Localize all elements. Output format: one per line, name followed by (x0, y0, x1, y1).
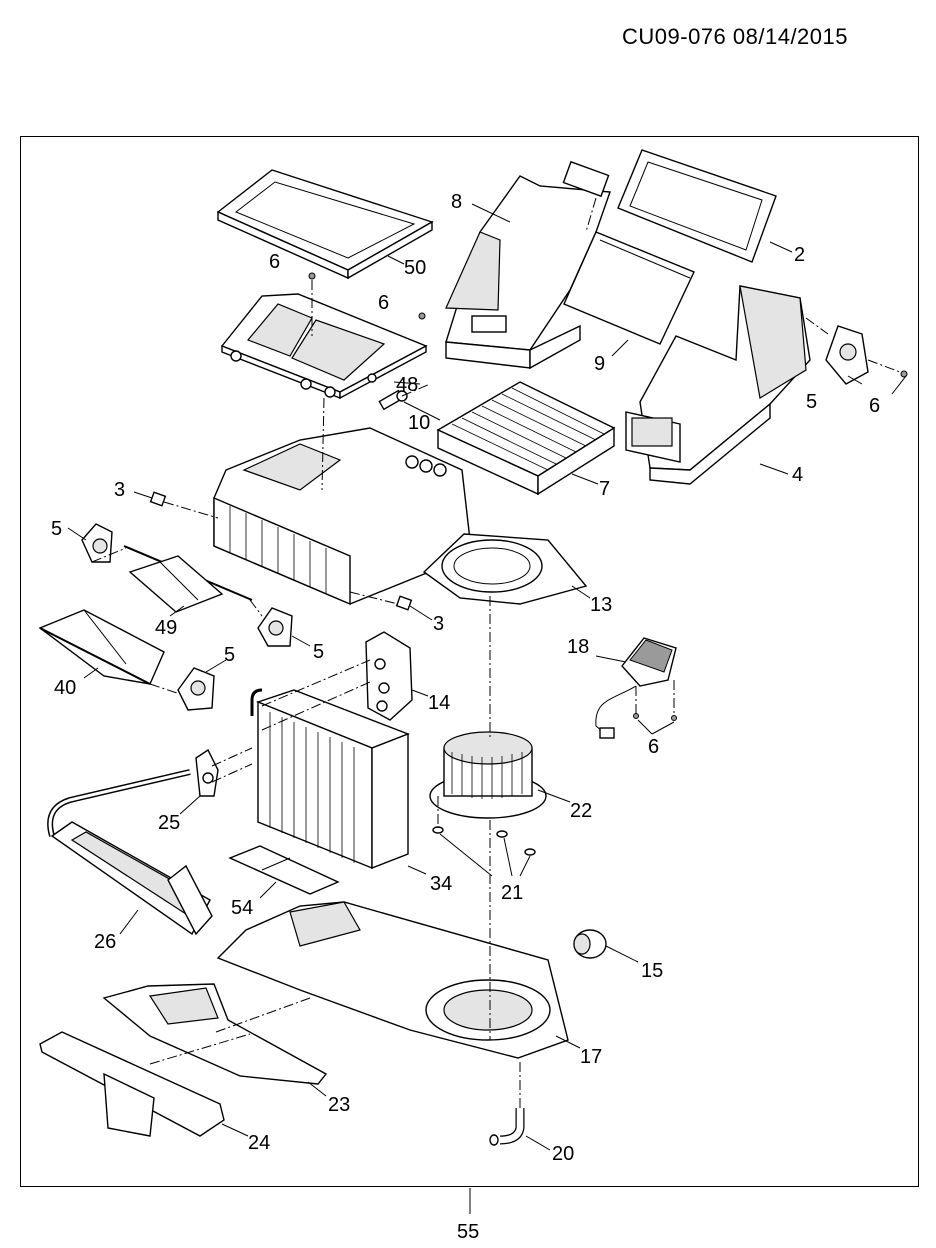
callout-6-resistor: 6 (648, 736, 659, 758)
callout-48: 48 (396, 374, 418, 396)
callout-24: 24 (248, 1132, 270, 1154)
callout-6-upper-left: 6 (269, 251, 280, 273)
callout-54: 54 (231, 897, 253, 919)
callout-3-lower: 3 (433, 613, 444, 635)
callout-6-upper-mid: 6 (378, 292, 389, 314)
callout-22: 22 (570, 800, 592, 822)
diagram-frame (20, 136, 919, 1187)
part-7-air-filter[interactable] (436, 381, 616, 496)
part-5-actuator-lower[interactable] (177, 667, 215, 711)
part-8-housing-left-half[interactable] (445, 160, 611, 370)
callout-5-mid: 5 (313, 641, 324, 663)
main-heater-case[interactable] (213, 427, 471, 606)
callout-13: 13 (590, 594, 612, 616)
part-25-pipe-bracket[interactable] (195, 748, 219, 797)
part-40-temp-door[interactable] (38, 609, 165, 685)
part-49-mode-door[interactable] (123, 545, 253, 613)
callout-5-left-upper: 5 (51, 518, 62, 540)
callout-18: 18 (567, 636, 589, 658)
part-15-plug[interactable] (573, 929, 607, 959)
callout-labels: 2 50 8 6 6 9 48 5 6 10 4 7 3 5 13 3 49 5… (51, 191, 880, 1243)
callout-4: 4 (792, 464, 803, 486)
callout-50: 50 (404, 257, 426, 279)
document-code-date: CU09-076 08/14/2015 (622, 24, 848, 49)
assembly-centerlines (91, 197, 901, 1108)
callout-15: 15 (641, 960, 663, 982)
callout-40: 40 (54, 677, 76, 699)
callout-20: 20 (552, 1143, 574, 1165)
part-9-filter-door[interactable] (563, 231, 695, 345)
part-14-pipe-bracket[interactable] (365, 631, 413, 721)
callout-6-right: 6 (869, 395, 880, 417)
part-20-drain-hose[interactable] (489, 1108, 525, 1146)
callout-2: 2 (794, 244, 805, 266)
part-18-blower-resistor[interactable] (595, 637, 677, 739)
part-26-heater-core[interactable] (47, 769, 213, 936)
part-50-filter-frame[interactable] (216, 169, 434, 280)
part-4-housing-right-half[interactable] (625, 285, 811, 485)
callout-7: 7 (599, 478, 610, 500)
part-3-clip-lower[interactable] (395, 595, 413, 611)
callout-21: 21 (501, 882, 523, 904)
part-17-lower-case[interactable] (216, 901, 569, 1059)
part-5-actuator-right[interactable] (825, 325, 869, 385)
callout-9: 9 (594, 353, 605, 375)
callout-17: 17 (580, 1046, 602, 1068)
callout-3-upper: 3 (114, 479, 125, 501)
part-34-evaporator-core[interactable] (250, 688, 410, 870)
callout-10: 10 (408, 412, 430, 434)
callout-34: 34 (430, 873, 452, 895)
callout-25: 25 (158, 812, 180, 834)
callout-5-right: 5 (806, 391, 817, 413)
callout-49: 49 (155, 617, 177, 639)
part-5-actuator-left-upper[interactable] (81, 523, 113, 563)
part-2-filter-frame[interactable] (617, 149, 777, 263)
part-23-floor-duct[interactable] (102, 983, 328, 1085)
callout-8: 8 (451, 191, 462, 213)
callout-14: 14 (428, 692, 450, 714)
part-3-clip-upper[interactable] (149, 491, 167, 507)
part-24-rear-duct[interactable] (39, 1031, 225, 1137)
part-48-upper-cover[interactable] (220, 293, 428, 400)
part-13-blower-upper-case[interactable] (422, 533, 588, 605)
part-6-screws[interactable] (308, 272, 908, 721)
leader-lines (67, 203, 907, 1214)
callout-26: 26 (94, 931, 116, 953)
part-54-filter-screen[interactable] (228, 845, 340, 895)
callout-23: 23 (328, 1094, 350, 1116)
callout-5-lower: 5 (224, 644, 235, 666)
part-5-actuator-mid[interactable] (257, 607, 293, 647)
part-21-screws[interactable] (432, 826, 536, 856)
part-22-blower-motor[interactable] (429, 731, 547, 819)
callout-55-assembly: 55 (457, 1221, 479, 1243)
